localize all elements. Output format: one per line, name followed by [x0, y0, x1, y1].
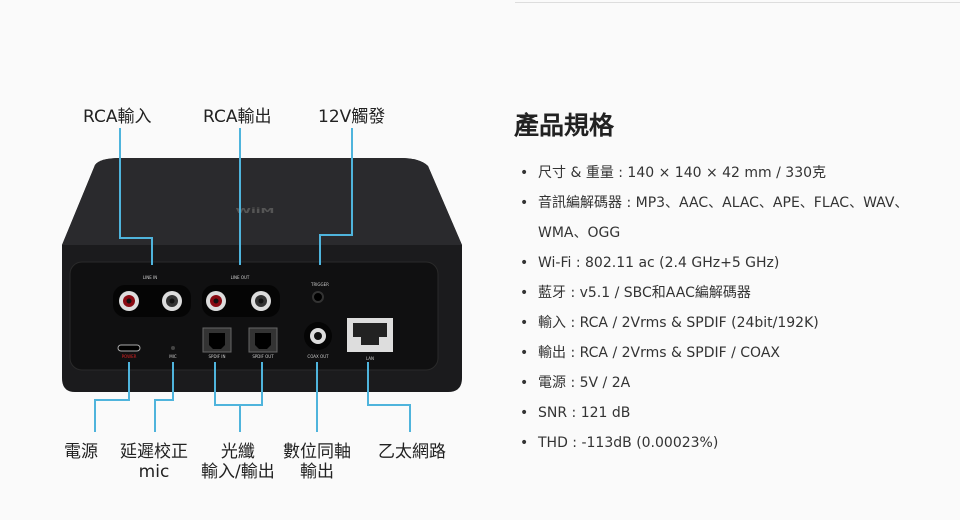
- wiim-device: WiiM LINE IN LINE OUT TRIGGER POWER MIC …: [62, 158, 462, 392]
- divider: [515, 2, 960, 3]
- spec-item: 輸出 : RCA / 2Vrms & SPDIF / COAX: [520, 338, 950, 368]
- label-ethernet: 乙太網路: [378, 442, 446, 462]
- spec-item: THD : -113dB (0.00023%): [520, 428, 950, 458]
- specs-list: 尺寸 & 重量 : 140 × 140 × 42 mm / 330克 音訊編解碼…: [520, 158, 950, 458]
- svg-text:SPDIF OUT: SPDIF OUT: [252, 354, 274, 359]
- spec-item: 藍牙 : v5.1 / SBC和AAC編解碼器: [520, 278, 950, 308]
- spec-item: 電源 : 5V / 2A: [520, 368, 950, 398]
- label-rca-input: RCA輸入: [83, 107, 152, 127]
- svg-text:LAN: LAN: [366, 356, 374, 361]
- mic-hole: [171, 346, 175, 350]
- spec-item: 輸入 : RCA / 2Vrms & SPDIF (24bit/192K): [520, 308, 950, 338]
- svg-text:LINE OUT: LINE OUT: [231, 275, 250, 280]
- spec-item: 音訊編解碼器 : MP3、AAC、ALAC、APE、FLAC、WAV、WMA、O…: [520, 188, 950, 248]
- label-rca-output: RCA輸出: [203, 107, 272, 127]
- svg-text:TRIGGER: TRIGGER: [310, 282, 329, 287]
- spec-item: 尺寸 & 重量 : 140 × 140 × 42 mm / 330克: [520, 158, 950, 188]
- device-illustration: WiiM LINE IN LINE OUT TRIGGER POWER MIC …: [62, 128, 462, 432]
- usb-c-port: [117, 344, 141, 352]
- svg-text:SPDIF IN: SPDIF IN: [209, 354, 226, 359]
- brand-logo: WiiM: [236, 207, 275, 215]
- svg-text:POWER: POWER: [122, 354, 137, 359]
- callout-lines: [94, 128, 411, 432]
- label-power: 電源: [64, 442, 98, 462]
- label-coax: 數位同軸輸出: [283, 442, 351, 482]
- label-optical: 光纖輸入/輸出: [201, 442, 275, 482]
- spec-item: Wi-Fi : 802.11 ac (2.4 GHz+5 GHz): [520, 248, 950, 278]
- trigger-jack: [312, 291, 324, 303]
- spec-item: SNR : 121 dB: [520, 398, 950, 428]
- label-12v-trigger: 12V觸發: [318, 107, 386, 127]
- rca-jacks: [119, 291, 271, 311]
- svg-text:COAX OUT: COAX OUT: [307, 354, 329, 359]
- svg-text:LINE IN: LINE IN: [143, 275, 157, 280]
- specs-title: 產品規格: [514, 111, 615, 140]
- svg-text:MIC: MIC: [169, 354, 177, 359]
